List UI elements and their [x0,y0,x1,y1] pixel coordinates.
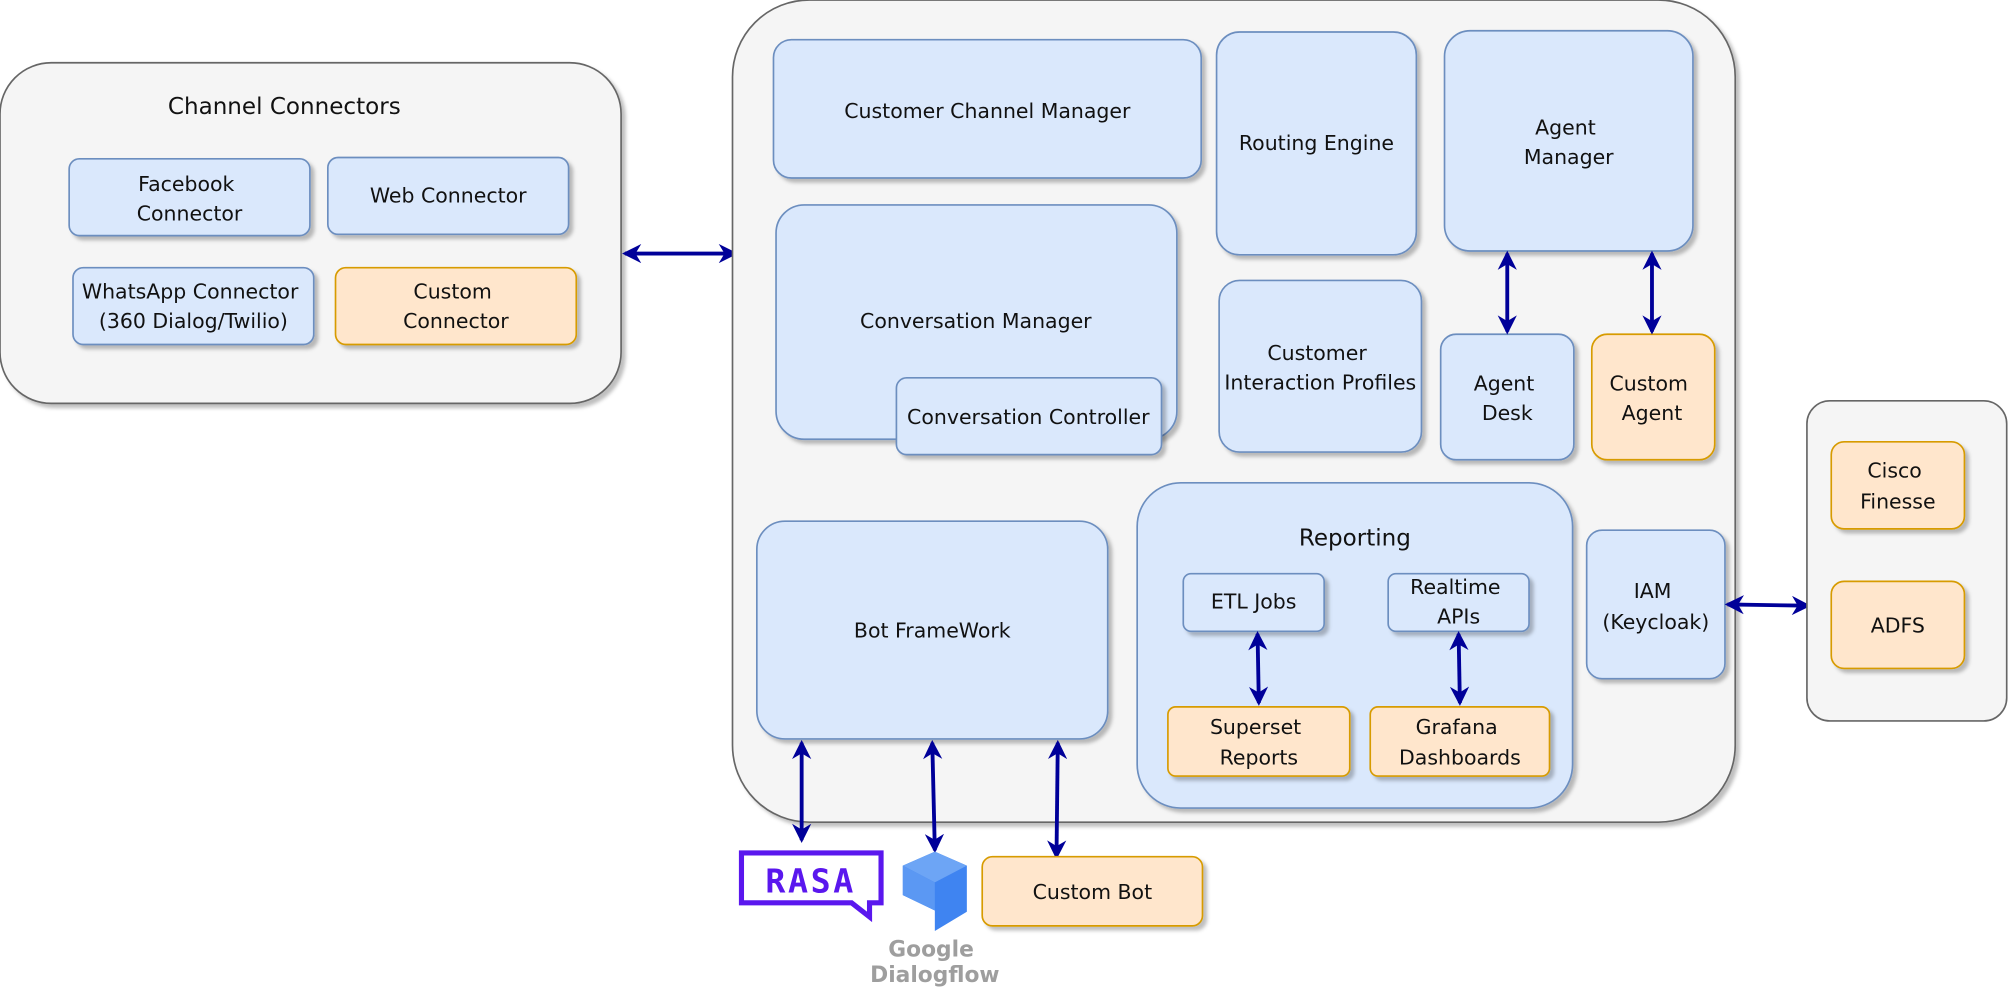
grafana-dashboards-label-line2: Dashboards [1399,746,1521,770]
etl-jobs-label: ETL Jobs [1211,589,1297,613]
svg-text:WhatsApp Connector (36: WhatsApp Connector (360 Dialog/Twilio) [82,279,305,332]
etl-superset-arrow [1248,631,1269,706]
custom-connector-label-line1: Custom [413,279,491,303]
cisco-finesse-label-line1: Cisco [1867,459,1921,483]
superset-reports-label-line2: Reports [1220,746,1299,770]
svg-text:Customer Interaction P: Customer Interaction Profiles [1224,341,1416,394]
svg-text:Agent Desk: Agent Desk [1474,372,1541,425]
svg-text:IAM (Keycloak): IAM (Keycloak) [1602,579,1709,634]
cisco-finesse-box: Cisco Finesse [1830,440,1966,530]
iam-label-line2: (Keycloak) [1602,610,1709,634]
realtime-apis-label-line2: APIs [1437,605,1480,629]
realtime-apis-box: Realtime APIs [1387,572,1530,633]
superset-reports-label-line1: Superset [1210,715,1301,739]
customer-interaction-profiles-label-line2: Interaction Profiles [1224,370,1416,394]
custom-bot-label: Custom Bot [1033,880,1153,904]
dialogflow-logo: Google Dialogflow [870,851,1000,989]
web-connector-label: Web Connector [370,183,527,207]
agent-manager-label-line2: Manager [1524,145,1614,169]
svg-text:Google Dialogflow: Google Dialogflow [870,938,999,989]
iam-label-line1: IAM [1634,579,1672,603]
whatsapp-connector-label-line2: (360 Dialog/Twilio) [99,309,288,333]
customer-channel-manager-box: Customer Channel Manager [772,38,1203,179]
whatsapp-connector-label-line1: WhatsApp Connector [82,279,299,303]
agent-manager-box: Agent Manager [1443,29,1694,252]
facebook-connector-label-line2: Connector [137,201,243,225]
bot-dialogflow-arrow [923,739,945,854]
svg-text:Superset Reports: Superset Reports [1210,715,1308,770]
identity-providers-group: Cisco Finesse ADFS [1806,399,2008,722]
rasa-logo: RASA [738,850,884,923]
customer-channel-manager-label: Customer Channel Manager [844,99,1131,123]
grafana-dashboards-label-line1: Grafana [1416,715,1498,739]
iam-identity-arrow [1724,595,1812,616]
agent-desk-label-line2: Desk [1482,401,1533,425]
custom-connector-label-line2: Connector [403,309,509,333]
agent-desk-label-line1: Agent [1474,372,1535,396]
dialogflow-text-line1: Google [888,938,974,963]
customer-interaction-profiles-label-line1: Customer [1267,341,1367,365]
adfs-box: ADFS [1830,580,1966,670]
custom-agent-box: Custom Agent [1590,333,1716,461]
adfs-label: ADFS [1871,614,1925,638]
channel-connectors-group: Channel Connectors Facebook Connector We… [0,61,622,405]
facebook-connector-label-line1: Facebook [138,172,234,196]
svg-text:Agent Manager: Agent Manager [1524,115,1614,168]
agent-desk-box: Agent Desk [1439,333,1575,461]
custom-connector-box: Custom Connector [334,266,578,346]
reporting-title: Reporting [1299,526,1411,552]
custom-agent-label-line2: Agent [1622,401,1683,425]
etl-jobs-box: ETL Jobs [1182,572,1325,633]
superset-reports-box: Superset Reports [1167,706,1351,777]
facebook-connector-box: Facebook Connector [68,157,311,237]
web-connector-box: Web Connector [327,156,570,236]
svg-text:Grafana Dashboards: Grafana Dashboards [1399,715,1521,770]
svg-text:Facebook Connector: Facebook Connector [137,172,243,225]
realtime-apis-label-line1: Realtime [1410,575,1500,599]
custom-agent-label-line1: Custom [1610,372,1688,396]
svg-text:Custom Agent: Custom Agent [1610,372,1695,425]
svg-text:Realtime APIs: Realtime APIs [1410,575,1507,628]
realtime-grafana-arrow [1449,631,1470,706]
reporting-group: Reporting ETL Jobs Realtime APIs Superse… [1136,481,1574,809]
svg-text:Cisco Finesse: Cisco Finesse [1860,459,1935,514]
rasa-logo-text: RASA [765,862,855,901]
dialogflow-text-line2: Dialogflow [870,963,999,988]
iam-box: IAM (Keycloak) [1585,529,1726,680]
agent-manager-label-line1: Agent [1535,115,1596,139]
bot-custom-bot-arrow [1047,739,1068,860]
cisco-finesse-label-line2: Finesse [1860,489,1935,513]
routing-engine-box: Routing Engine [1215,31,1418,256]
conversation-controller-box: Conversation Controller [895,376,1163,456]
routing-engine-label: Routing Engine [1239,131,1394,155]
svg-text:Custom Connector: Custom Connector [403,279,509,332]
bot-framework-box: Bot FrameWork [756,520,1109,740]
custom-bot-box: Custom Bot [981,855,1204,927]
core-platform-group: Customer Channel Manager Routing Engine … [731,0,1737,823]
whatsapp-connector-box: WhatsApp Connector (360 Dialog/Twilio) [72,266,315,346]
channel-connectors-title: Channel Connectors [168,94,401,120]
grafana-dashboards-box: Grafana Dashboards [1369,706,1551,777]
customer-interaction-profiles-box: Customer Interaction Profiles [1218,279,1423,453]
conversation-controller-label: Conversation Controller [907,405,1150,429]
bot-framework-label: Bot FrameWork [854,619,1011,643]
conversation-manager-label: Conversation Manager [860,309,1092,333]
